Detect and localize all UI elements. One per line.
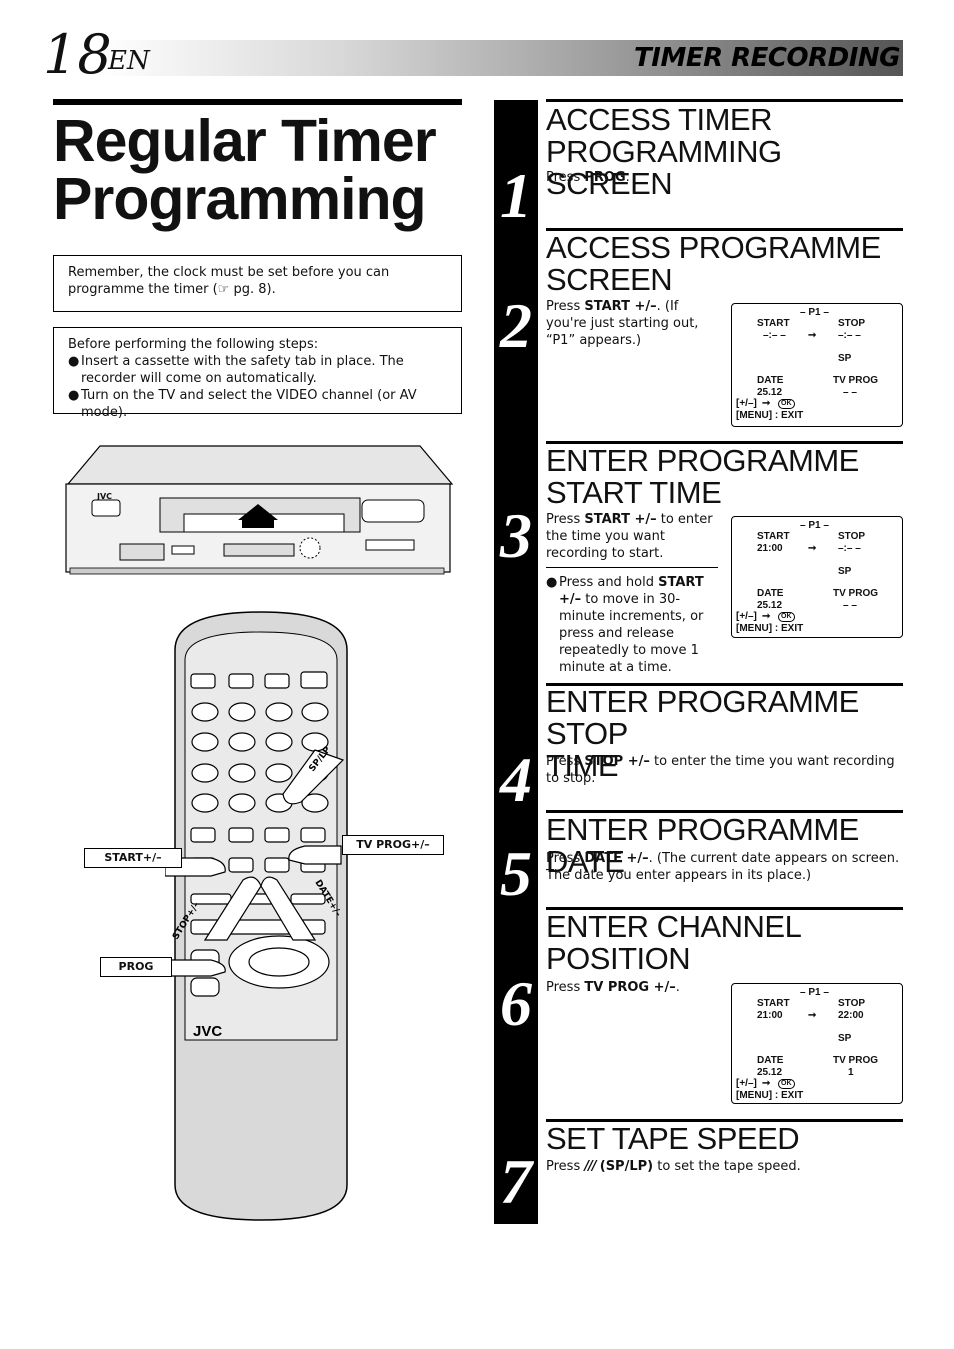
preparation-note: Before performing the following steps: ●… <box>53 327 462 420</box>
sp-lp-icon: /// <box>584 1159 596 1174</box>
ok-icon: OK <box>778 612 795 622</box>
preparation-intro: Before performing the following steps: <box>68 337 319 352</box>
page-title: Regular Timer Programming <box>53 108 473 232</box>
step-rule <box>546 810 903 813</box>
step-text: Press DATE +/–. (The current date appear… <box>546 851 900 883</box>
step-rule <box>546 1119 903 1122</box>
vcr-brand-logo: JVC <box>97 492 113 501</box>
page-ref-icon: ☞ <box>217 282 230 297</box>
page-number: 18 <box>43 23 112 86</box>
start-callout: START+/– <box>84 848 182 868</box>
clock-note: Remember, the clock must be set before y… <box>53 255 462 312</box>
step-bullet: ●Press and hold START +/– to move in 30-… <box>546 575 704 675</box>
page-language: EN <box>108 46 150 76</box>
step-number: 6 <box>500 968 532 1039</box>
arrow-icon: ➞ <box>762 1078 771 1089</box>
step-text: Press TV PROG +/–. <box>546 980 680 995</box>
bullet-icon: ● <box>68 388 80 403</box>
step-number: 1 <box>500 160 532 231</box>
step-text: Press STOP +/– to enter the time you wan… <box>546 754 895 786</box>
arrow-icon: ➞ <box>762 398 771 409</box>
step-rule <box>546 683 903 686</box>
title-rule <box>53 99 462 105</box>
step-text: Press PROG. <box>546 170 630 185</box>
ok-icon: OK <box>778 399 795 409</box>
header-bar <box>100 40 903 76</box>
step-divider <box>546 567 718 568</box>
step-heading: SET TAPE SPEED <box>546 1121 800 1156</box>
bullet-icon: ● <box>546 575 558 590</box>
prog-callout: PROG <box>100 957 172 977</box>
clock-note-text: Remember, the clock must be set before y… <box>68 265 390 297</box>
step-rule <box>546 99 903 102</box>
section-title: TIMER RECORDING <box>634 43 900 73</box>
clock-note-ref: pg. 8). <box>229 282 276 297</box>
svg-text:JVC: JVC <box>193 1023 222 1040</box>
step-rule <box>546 228 903 231</box>
step-rule <box>546 441 903 444</box>
step-rule <box>546 907 903 910</box>
page-title-line1: Regular Timer <box>53 108 437 174</box>
remote-illustration: JVC SP/LP STOP+/– DATE+/– <box>165 611 348 1221</box>
step-number: 4 <box>500 744 532 815</box>
arrow-icon: ➞ <box>762 611 771 622</box>
preparation-bullet: ●Turn on the TV and select the VIDEO cha… <box>68 388 417 420</box>
page-title-line2: Programming <box>53 166 427 232</box>
preparation-bullet: ●Insert a cassette with the safety tab i… <box>68 354 404 386</box>
step-text: Press /// (SP/LP) to set the tape speed. <box>546 1159 801 1174</box>
step-heading: ENTER PROGRAMME DATE <box>546 812 859 879</box>
vcr-illustration <box>65 445 454 575</box>
arrow-icon: ➞ <box>808 543 817 554</box>
step-text: Press START +/– to enter the time you wa… <box>546 512 713 561</box>
arrow-icon: ➞ <box>808 1010 817 1021</box>
tvprog-callout: TV PROG+/– <box>342 835 444 855</box>
step-number: 5 <box>500 838 532 909</box>
arrow-icon: ➞ <box>808 330 817 341</box>
step-number: 7 <box>500 1146 532 1217</box>
bullet-icon: ● <box>68 354 80 369</box>
step-text: Press START +/–. (If you're just startin… <box>546 299 699 348</box>
step-number: 3 <box>500 500 532 571</box>
step-number-column: 1 2 3 4 5 6 7 <box>494 100 538 1224</box>
ok-icon: OK <box>778 1079 795 1089</box>
step-number: 2 <box>500 290 532 361</box>
